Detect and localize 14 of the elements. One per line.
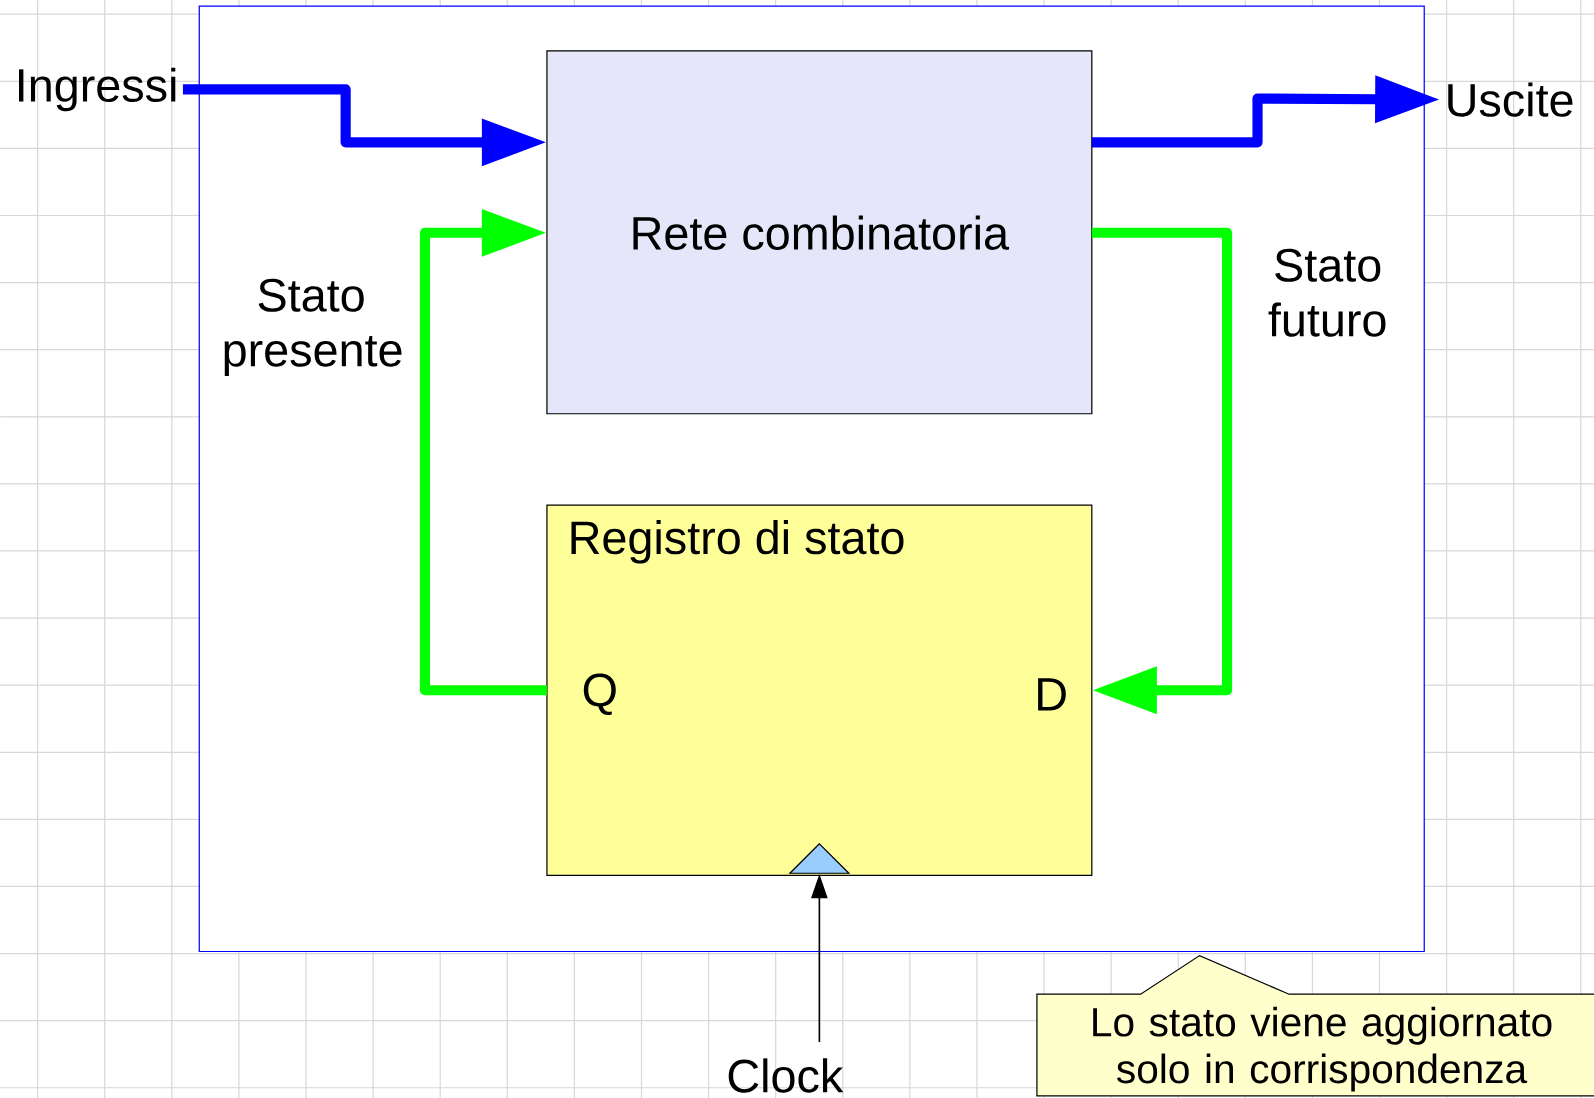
arrow	[1091, 227, 1233, 715]
register-block	[546, 504, 1093, 876]
block-title: Rete combinatoria	[633, 215, 1010, 250]
clock-label: Clock	[728, 1058, 844, 1093]
edge-label: Stato presente	[224, 278, 402, 376]
input-label: Ingressi	[19, 67, 176, 112]
block-title: Registro di stato	[571, 520, 904, 564]
callout: Lo stato viene aggiornato solo in corrispondenza	[1036, 954, 1594, 1097]
edge-label: Stato futuro	[1268, 248, 1386, 337]
arrow	[419, 208, 547, 696]
port-label: Q	[583, 673, 616, 716]
port-label: D	[1038, 678, 1066, 711]
logic-block	[546, 50, 1093, 415]
output-label: Uscite	[1448, 82, 1573, 117]
